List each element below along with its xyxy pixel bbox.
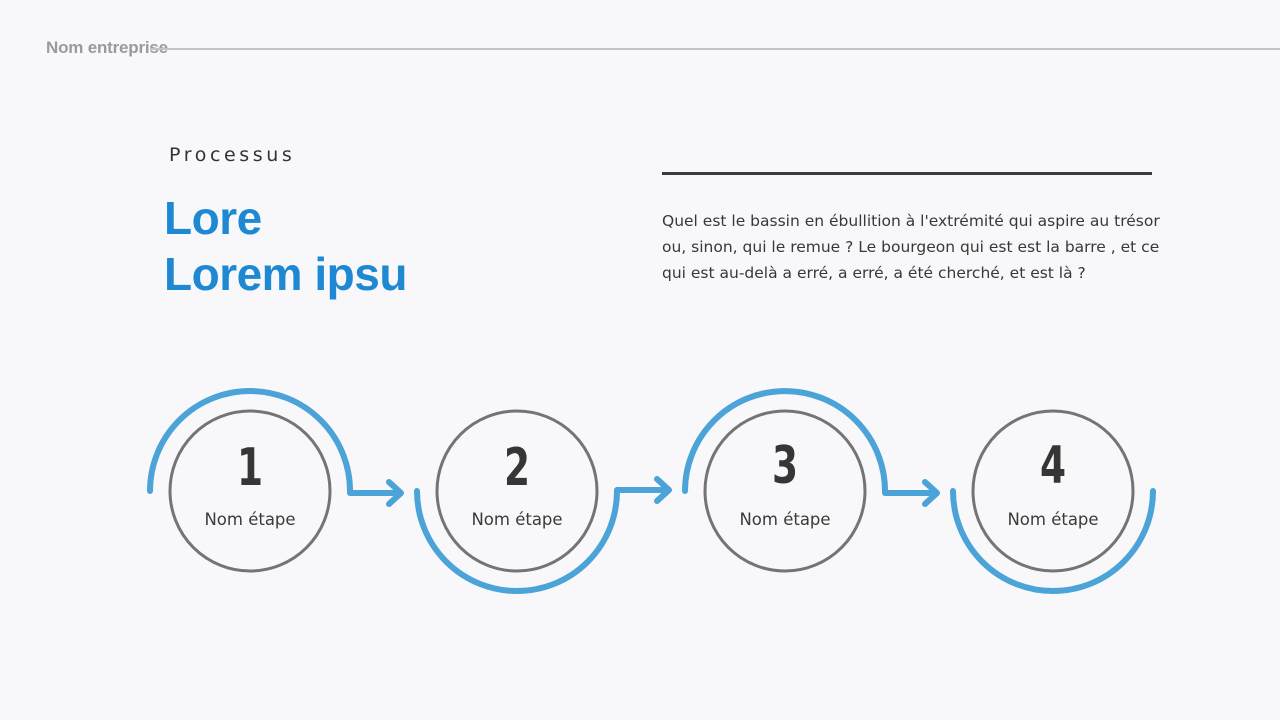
step-2-arc [414,488,620,594]
body-paragraph: Quel est le bassin en ébullition à l'ext… [662,212,1160,282]
step-4-number: 4 [1039,436,1067,496]
step-2-circle [435,409,599,573]
step-4-label: Nom étape [1007,510,1099,529]
step-2-label: Nom étape [471,510,563,529]
title-line-2: Lorem ipsu [164,248,407,300]
header-divider [150,48,1280,50]
title-line-1: Lore [164,192,262,244]
page-title: Lore Lorem ipsu [164,190,407,302]
section-subtitle: Processus [169,144,296,166]
step-4-arc [950,488,1156,594]
arrow-3-to-4 [882,479,940,507]
arrow-1-to-2 [347,479,404,507]
step-1-arc [147,388,353,494]
step-1-label: Nom étape [204,510,296,529]
step-1-number: 1 [236,438,264,498]
step-3-number: 3 [771,436,799,496]
step-4-circle [971,409,1135,573]
company-name: Nom entreprise [46,38,168,57]
step-1-circle [168,409,332,573]
step-3-circle [703,409,867,573]
body-divider [662,172,1152,175]
step-3-label: Nom étape [739,510,831,529]
arrow-2-to-3 [614,476,672,504]
step-2-number: 2 [503,438,531,498]
step-3-arc [682,388,888,494]
